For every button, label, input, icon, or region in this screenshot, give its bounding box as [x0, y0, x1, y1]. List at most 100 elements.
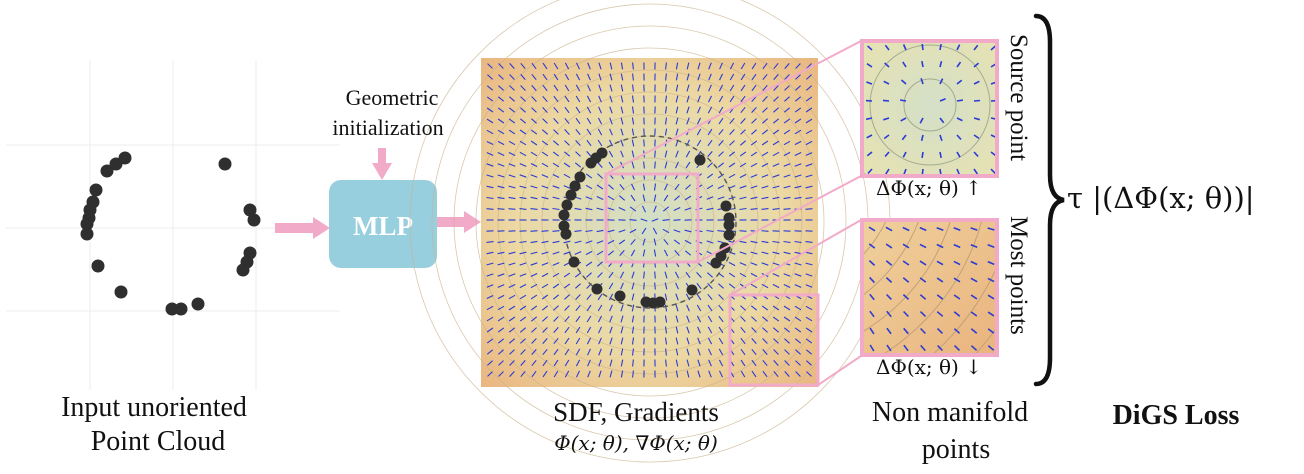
gradient-arrow: [772, 327, 780, 333]
non-manifold-label-line2: points: [921, 434, 991, 465]
sdf-surface-point: [574, 171, 586, 183]
gradient-arrow: [783, 118, 791, 124]
gradient-arrow: [654, 271, 656, 279]
inset-gradient-arrow: [885, 168, 890, 175]
gradient-arrow: [772, 140, 780, 146]
gradient-arrow: [740, 95, 746, 103]
gradient-arrow: [585, 229, 593, 233]
gradient-arrow: [530, 174, 538, 178]
point-cloud-dot: [247, 213, 261, 227]
gradient-arrow: [772, 262, 780, 266]
gradient-arrow: [542, 359, 548, 367]
inset-gradient-arrow: [987, 227, 995, 231]
gradient-arrow: [772, 251, 780, 255]
gradient-arrow: [587, 62, 591, 70]
gradient-arrow: [762, 84, 768, 92]
gradient-arrow: [739, 173, 747, 179]
gradient-arrow: [772, 305, 780, 311]
gradient-arrow: [642, 183, 646, 191]
gradient-arrow: [750, 240, 758, 244]
gradient-arrow: [761, 140, 769, 146]
gradient-arrow: [675, 106, 679, 114]
gradient-arrow: [805, 273, 813, 277]
gradient-arrow: [498, 74, 504, 80]
gradient-arrow: [805, 118, 813, 124]
inset-gradient-arrow: [987, 244, 995, 248]
gradient-arrow: [805, 262, 813, 266]
gradient-arrow: [519, 185, 527, 189]
gradient-arrow: [750, 151, 758, 157]
gradient-arrow: [728, 272, 736, 278]
gradient-arrow: [598, 95, 602, 103]
gradient-arrow: [486, 118, 494, 124]
gradient-arrow: [497, 305, 505, 311]
gradient-arrow: [761, 129, 769, 135]
gradient-arrow: [508, 118, 516, 124]
inset-gradient-arrow: [973, 168, 979, 175]
inset-gradient-arrow: [920, 327, 926, 335]
gradient-arrow: [620, 84, 624, 92]
gradient-arrow: [541, 162, 549, 168]
gradient-arrow: [486, 327, 494, 333]
gradient-arrow: [519, 208, 527, 210]
gradient-arrow: [739, 262, 747, 266]
gradient-arrow: [509, 74, 515, 80]
gradient-arrow: [574, 162, 582, 168]
gradient-arrow: [631, 106, 635, 114]
inset-gradient-arrow: [970, 277, 978, 283]
inset-gradient-arrow: [903, 344, 909, 352]
gradient-arrow: [552, 262, 560, 266]
gradient-arrow: [541, 196, 549, 200]
inset-gradient-arrow: [936, 277, 944, 283]
gradient-arrow: [620, 315, 624, 323]
gradient-arrow: [598, 370, 602, 378]
inset-gradient-arrow: [886, 327, 892, 335]
gradient-arrow: [654, 161, 656, 169]
gradient-arrow: [652, 227, 658, 235]
gradient-arrow: [740, 106, 746, 114]
gradient-arrow: [541, 251, 549, 255]
gradient-arrow: [772, 151, 780, 157]
gradient-arrow: [762, 327, 768, 333]
gradient-arrow: [608, 271, 614, 279]
gradient-arrow: [772, 163, 780, 167]
gradient-arrow: [718, 283, 724, 289]
gradient-arrow: [708, 95, 712, 103]
inset-gradient-arrow: [953, 227, 961, 231]
gradient-arrow: [684, 239, 692, 245]
gradient-arrow: [641, 227, 647, 235]
sdf-formula: Φ(x; θ), ∇Φ(x; θ): [554, 431, 718, 455]
gradient-arrow: [597, 304, 603, 312]
inset-gradient-arrow: [869, 344, 875, 352]
inset-gradient-arrow: [882, 99, 890, 102]
gradient-arrow: [596, 229, 604, 233]
gradient-arrow: [718, 106, 724, 114]
gradient-arrow: [486, 96, 494, 102]
gradient-arrow: [761, 251, 769, 255]
gradient-arrow: [508, 294, 516, 300]
gradient-arrow: [609, 359, 613, 367]
gradient-arrow: [805, 163, 813, 167]
gradient-arrow: [598, 62, 602, 70]
inset-gradient-arrow: [883, 117, 890, 121]
gradient-arrow: [553, 305, 559, 311]
gradient-arrow: [618, 207, 626, 211]
gradient-arrow: [707, 315, 713, 323]
gradient-arrow: [751, 95, 757, 103]
gradient-arrow: [597, 117, 603, 125]
source-formula: ΔΦ(x; θ) ↑: [876, 176, 982, 200]
sdf-surface-point: [569, 180, 581, 192]
inset-gradient-arrow: [885, 243, 893, 249]
gradient-arrow: [708, 84, 712, 92]
gradient-arrow: [643, 271, 645, 279]
gradient-arrow: [673, 207, 681, 211]
inset-gradient-arrow: [956, 99, 964, 102]
gradient-arrow: [740, 337, 746, 345]
gradient-arrow: [783, 185, 791, 189]
inset-gradient-arrow: [970, 260, 978, 266]
sdf-surface-point: [723, 229, 735, 241]
gradient-arrow: [794, 152, 802, 156]
gradient-arrow: [729, 140, 735, 146]
gradient-arrow: [542, 348, 548, 356]
gradient-arrow: [784, 96, 790, 102]
